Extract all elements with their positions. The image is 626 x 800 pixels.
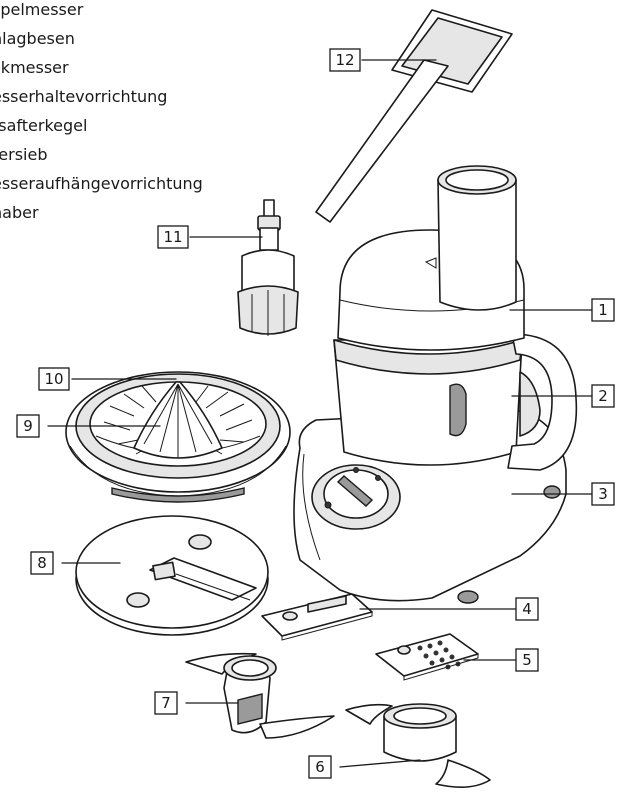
legend-item-4: esserhaltevorrichtung bbox=[0, 87, 168, 106]
citrus-press-part bbox=[65, 371, 291, 503]
callout-11-label: 11 bbox=[163, 228, 182, 246]
callout-2: 2 bbox=[591, 384, 615, 408]
legend-item-5: tsafterkegel bbox=[0, 116, 88, 135]
slicing-disc-part bbox=[75, 515, 269, 636]
legend-item-6: tersieb bbox=[0, 145, 48, 164]
drive-adapter-part bbox=[237, 199, 299, 336]
callout-8-label: 8 bbox=[37, 554, 47, 572]
callout-1-label: 1 bbox=[598, 301, 608, 319]
callout-4-label: 4 bbox=[522, 600, 532, 618]
lid-part bbox=[337, 165, 525, 351]
callout-1: 1 bbox=[591, 298, 615, 322]
callout-6-label: 6 bbox=[315, 758, 325, 776]
callout-5: 5 bbox=[515, 648, 539, 672]
parts-legend: spelmesser hlagbesen ckmesser esserhalte… bbox=[0, 0, 260, 240]
legend-item-2: hlagbesen bbox=[0, 29, 75, 48]
callout-12-label: 12 bbox=[335, 51, 354, 69]
dough-blade-part bbox=[185, 652, 335, 739]
callout-12: 12 bbox=[329, 48, 361, 72]
legend-item-8: haber bbox=[0, 203, 39, 222]
callout-10: 10 bbox=[38, 367, 70, 391]
callout-5-label: 5 bbox=[522, 651, 532, 669]
bowl-part bbox=[333, 333, 578, 471]
callout-10-label: 10 bbox=[44, 370, 63, 388]
callout-3: 3 bbox=[591, 482, 615, 506]
callout-9: 9 bbox=[16, 414, 40, 438]
legend-item-7: esseraufhängevorrichtung bbox=[0, 174, 203, 193]
chopping-blade-part bbox=[345, 703, 491, 788]
callout-7: 7 bbox=[154, 691, 178, 715]
callout-7-label: 7 bbox=[161, 694, 171, 712]
leader-lines bbox=[47, 59, 593, 768]
grating-plate-part bbox=[261, 593, 373, 641]
legend-item-3: ckmesser bbox=[0, 58, 69, 77]
callout-2-label: 2 bbox=[598, 387, 608, 405]
callout-3-label: 3 bbox=[598, 485, 608, 503]
legend-item-1: spelmesser bbox=[0, 0, 84, 19]
callout-9-label: 9 bbox=[23, 417, 33, 435]
callout-6: 6 bbox=[308, 755, 332, 779]
callout-8: 8 bbox=[30, 551, 54, 575]
callout-4: 4 bbox=[515, 597, 539, 621]
shredding-plate-part bbox=[375, 633, 479, 681]
spatula-part bbox=[315, 9, 513, 223]
callout-11: 11 bbox=[157, 225, 189, 249]
